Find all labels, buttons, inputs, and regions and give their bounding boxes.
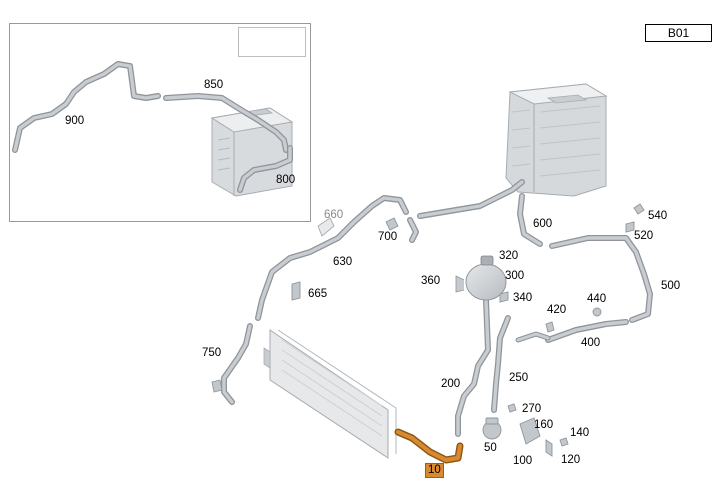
callout-250[interactable]: 250 <box>509 372 529 384</box>
hose-10-highlighted <box>394 428 464 464</box>
callout-665[interactable]: 665 <box>308 288 328 300</box>
callout-500[interactable]: 500 <box>661 280 681 292</box>
callout-700[interactable]: 700 <box>378 231 398 243</box>
callout-850[interactable]: 850 <box>204 79 224 91</box>
inset-thumbnail-frame <box>238 27 306 57</box>
callout-120[interactable]: 120 <box>561 454 581 466</box>
callout-160[interactable]: 160 <box>534 419 554 431</box>
callout-520[interactable]: 520 <box>634 230 654 242</box>
expansion-tank <box>455 255 507 301</box>
callout-800[interactable]: 800 <box>276 174 296 186</box>
callout-200[interactable]: 200 <box>441 378 461 390</box>
callout-100[interactable]: 100 <box>513 455 533 467</box>
callout-300[interactable]: 300 <box>505 270 525 282</box>
diagram-code-box: B01 <box>645 24 712 42</box>
callout-420[interactable]: 420 <box>547 304 567 316</box>
callout-630[interactable]: 630 <box>333 256 353 268</box>
callout-50[interactable]: 50 <box>484 442 497 454</box>
callout-10[interactable]: 10 <box>425 463 444 478</box>
inset-hose-900 <box>12 61 161 153</box>
radiator <box>263 329 397 459</box>
inset-hose-850 <box>163 93 289 153</box>
callout-440[interactable]: 440 <box>587 293 607 305</box>
power-electronics-unit <box>505 83 608 197</box>
small-components <box>211 203 645 457</box>
callout-270[interactable]: 270 <box>522 403 542 415</box>
callout-400[interactable]: 400 <box>581 337 601 349</box>
callout-900[interactable]: 900 <box>65 115 85 127</box>
callout-320[interactable]: 320 <box>499 250 519 262</box>
callout-340[interactable]: 340 <box>513 292 533 304</box>
hose-lines <box>221 179 653 437</box>
callout-540[interactable]: 540 <box>648 210 668 222</box>
callout-750[interactable]: 750 <box>202 347 222 359</box>
callout-660[interactable]: 660 <box>324 209 344 221</box>
callout-360[interactable]: 360 <box>421 275 441 287</box>
callout-140[interactable]: 140 <box>570 427 590 439</box>
inset-hose-800 <box>237 145 293 193</box>
callout-600[interactable]: 600 <box>533 218 553 230</box>
inset-detail-frame <box>9 23 311 222</box>
